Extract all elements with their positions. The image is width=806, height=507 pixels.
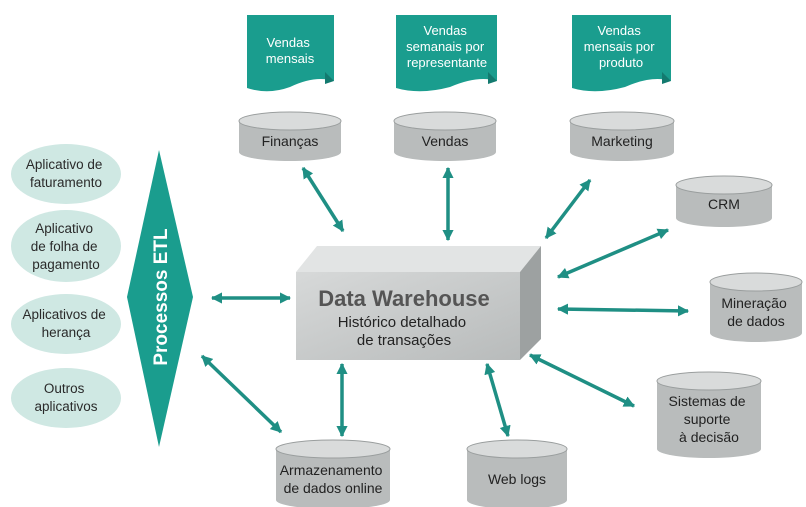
- etl-label: Processos ETL: [151, 228, 172, 366]
- arrow-financas: [301, 167, 345, 232]
- store-web-logs: Web logs: [466, 439, 568, 507]
- datamart-marketing-label: Marketing: [591, 133, 652, 149]
- report-vendas-mensais: Vendas mensais: [247, 15, 334, 92]
- datamart-financas: Finanças: [238, 111, 342, 161]
- report-vendas-produto: Vendas mensais por produto: [572, 15, 671, 92]
- datamart-vendas: Vendas: [393, 111, 497, 161]
- source-folha-pagamento: Aplicativo de folha de pagamento: [11, 210, 121, 282]
- store-armazenamento-online: Armazenamento de dados online: [275, 439, 391, 507]
- source-heranca: Aplicativos de herança: [11, 294, 121, 354]
- connector-arrows: [200, 166, 690, 438]
- arrow-etl-armazenamento: [200, 354, 283, 434]
- store-mineracao: Mineração de dados: [709, 272, 803, 342]
- warehouse-subtitle: Histórico detalhado de transações: [338, 314, 471, 349]
- report-vendas-produto-text: Vendas mensais por produto: [584, 23, 658, 70]
- data-warehouse-box: Data Warehouse Histórico detalhado de tr…: [296, 246, 541, 360]
- arrow-marketing: [544, 178, 592, 240]
- arrow-suporte: [528, 353, 636, 408]
- datamart-marketing: Marketing: [569, 111, 675, 161]
- arrow-weblogs: [484, 362, 511, 438]
- svg-text:Armazenamento de dados o: Armazenamento de dados online: [280, 462, 387, 496]
- svg-text:Outros aplicativos: Outros aplicativos: [34, 381, 97, 414]
- datamart-financas-label: Finanças: [262, 133, 319, 149]
- source-outros: Outros aplicativos: [11, 368, 121, 428]
- report-vendas-mensais-text: Vendas mensais: [266, 35, 315, 66]
- svg-text:CRM: CRM: [708, 196, 740, 212]
- report-vendas-semanais: Vendas semanais por representante: [396, 15, 497, 92]
- svg-text:Aplicativo de folha de: Aplicativo de folha de pagamento: [31, 221, 102, 272]
- svg-text:Aplicativos de herança: Aplicativos de herança: [22, 307, 109, 340]
- svg-text:Aplicativo de faturament: Aplicativo de faturamento: [26, 157, 106, 190]
- source-faturamento: Aplicativo de faturamento: [11, 144, 121, 204]
- svg-text:Web logs: Web logs: [488, 471, 546, 487]
- store-suporte-decisao: Sistemas de suporte à decisão: [656, 371, 762, 458]
- store-crm: CRM: [675, 175, 773, 227]
- datamart-vendas-label: Vendas: [422, 133, 469, 149]
- warehouse-title: Data Warehouse: [318, 286, 490, 311]
- etl-processes: Processos ETL: [127, 150, 193, 447]
- svg-text:Sistemas de suporte: Sistemas de suporte à decisão: [669, 393, 750, 445]
- svg-text:Mineração de dados: Mineração de dados: [721, 295, 790, 329]
- arrow-mineracao: [556, 303, 690, 317]
- report-vendas-semanais-text: Vendas semanais por representante: [406, 23, 488, 70]
- arrow-crm: [556, 228, 670, 279]
